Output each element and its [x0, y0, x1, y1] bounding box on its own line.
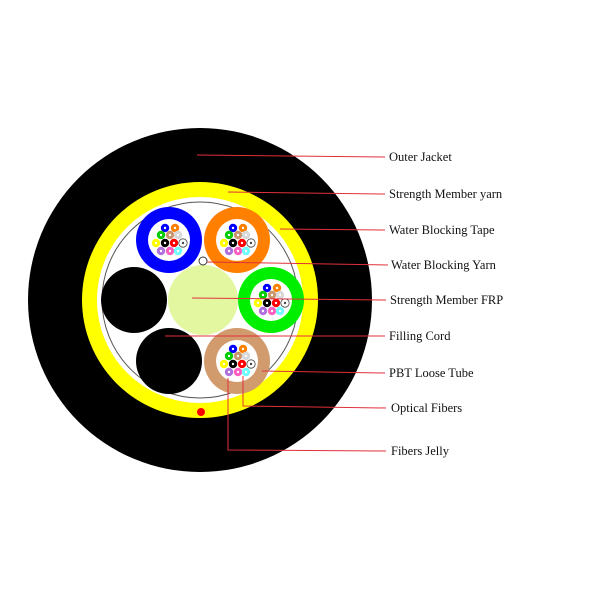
fiber-core: [236, 354, 240, 358]
fiber-core: [261, 293, 265, 297]
label-water-blocking-yarn: Water Blocking Yarn: [391, 258, 497, 272]
fiber-core: [222, 241, 226, 245]
fiber-core: [236, 249, 240, 253]
fiber-core: [249, 362, 253, 366]
fiber-core: [244, 370, 248, 374]
fiber-core: [163, 226, 167, 230]
fiber-core: [270, 293, 274, 297]
filling-cord: [101, 267, 167, 333]
fiber-core: [159, 233, 163, 237]
fiber-core: [231, 362, 235, 366]
label-fibers-jelly: Fibers Jelly: [391, 444, 450, 458]
fiber-core: [244, 354, 248, 358]
fiber-core: [231, 241, 235, 245]
leader-line: [242, 376, 387, 409]
leader-line: [206, 261, 389, 266]
fiber-core: [240, 362, 244, 366]
fiber-core: [163, 241, 167, 245]
fiber-core: [173, 226, 177, 230]
fiber-core: [168, 233, 172, 237]
leader-line: [261, 370, 386, 374]
leader-line: [227, 378, 387, 452]
label-strength-member-yarn: Strength Member yarn: [389, 187, 503, 201]
fiber-core: [244, 249, 248, 253]
fiber-core: [278, 309, 282, 313]
fiber-core: [283, 301, 287, 305]
fiber-core: [270, 309, 274, 313]
fiber-core: [249, 241, 253, 245]
fiber-core: [181, 241, 185, 245]
fiber-core: [240, 241, 244, 245]
fiber-core: [159, 249, 163, 253]
filling-cord: [136, 328, 202, 394]
fiber-core: [244, 233, 248, 237]
fiber-core: [227, 233, 231, 237]
fiber-core: [168, 249, 172, 253]
label-pbt-loose-tube: PBT Loose Tube: [389, 366, 474, 380]
strength-member-frp: [168, 265, 238, 335]
water-blocking-yarn: [198, 256, 208, 266]
fiber-core: [227, 354, 231, 358]
fiber-core: [274, 301, 278, 305]
fiber-core: [222, 362, 226, 366]
fiber-core: [275, 286, 279, 290]
ripcord-marker: [197, 408, 205, 416]
fiber-core: [176, 249, 180, 253]
fiber-core: [172, 241, 176, 245]
fiber-core: [278, 293, 282, 297]
fiber-core: [227, 249, 231, 253]
label-outer-jacket: Outer Jacket: [389, 150, 452, 164]
fiber-core: [231, 347, 235, 351]
fiber-core: [231, 226, 235, 230]
fiber-core: [236, 370, 240, 374]
fiber-core: [241, 226, 245, 230]
label-water-blocking-tape: Water Blocking Tape: [389, 223, 495, 237]
fiber-core: [265, 301, 269, 305]
fiber-core: [241, 347, 245, 351]
label-optical-fibers: Optical Fibers: [391, 401, 462, 415]
leader-line: [191, 297, 387, 301]
label-filling-cord: Filling Cord: [389, 329, 451, 343]
leader-line: [196, 154, 386, 158]
leader-line: [227, 191, 386, 195]
fiber-core: [265, 286, 269, 290]
fiber-core: [227, 370, 231, 374]
fiber-core: [261, 309, 265, 313]
fiber-core: [176, 233, 180, 237]
label-strength-member-frp: Strength Member FRP: [390, 293, 503, 307]
fiber-core: [256, 301, 260, 305]
leader-line: [279, 228, 386, 231]
fiber-core: [154, 241, 158, 245]
fiber-core: [236, 233, 240, 237]
